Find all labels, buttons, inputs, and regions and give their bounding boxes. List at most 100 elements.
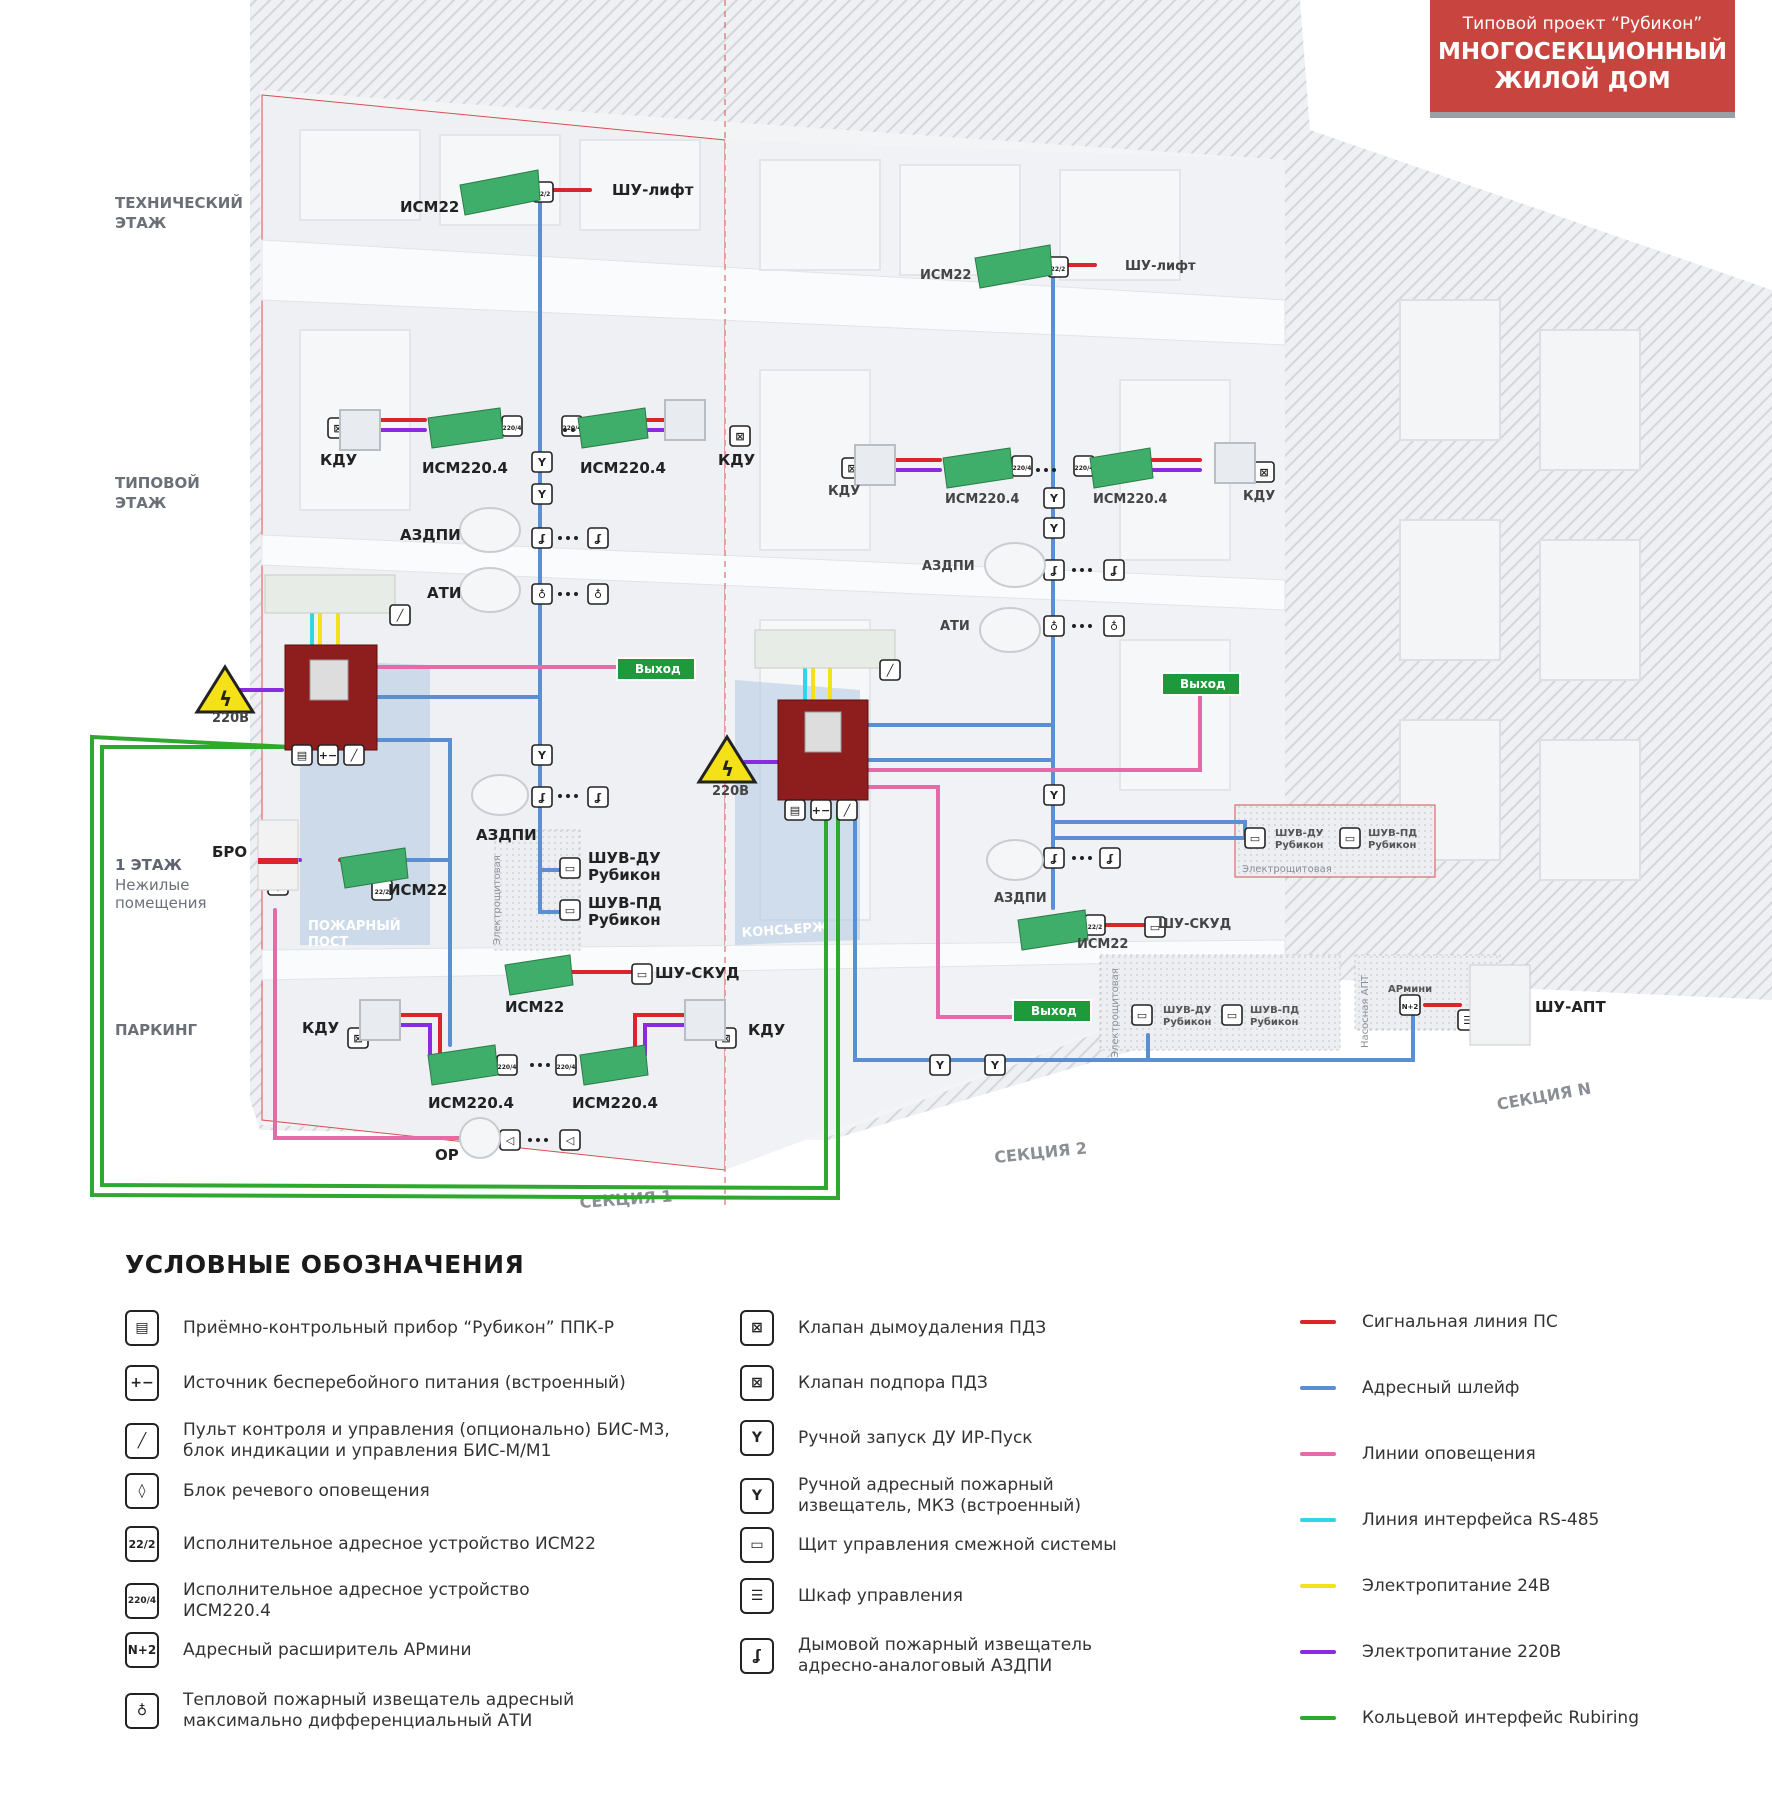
shu-apt-cabinet [1469, 964, 1531, 1046]
label-elshield-2: Электрощитовая [1242, 864, 1332, 875]
legend-line-p220: Электропитание 220В [1300, 1642, 1561, 1662]
label-kdu-2: КДУ [718, 451, 756, 469]
ism220-icon: 220/4 [1011, 455, 1033, 477]
floor-label-tech-2: ЭТАЖ [115, 214, 167, 232]
legend-text: Ручной адресный пожарный извещатель, МКЗ… [798, 1475, 1081, 1516]
legend-title: УСЛОВНЫЕ ОБОЗНАЧЕНИЯ [125, 1250, 525, 1279]
adjacent-panel-icon: ▭ [1221, 1004, 1243, 1026]
manual-smoke-start-icon: Y [531, 451, 553, 473]
smoke-detector-first-2 [986, 839, 1044, 881]
smoke-detector-icon: ʆ [1099, 847, 1121, 869]
label-ism22-first-2: ИСМ22 [505, 998, 564, 1016]
heat-detector-icon: ♁ [125, 1693, 159, 1729]
label-azdpi-2: АЗДПИ [922, 559, 975, 574]
speaker-device [459, 1117, 501, 1159]
kdu-valve-typical-2a [854, 444, 896, 486]
heat-detector-typical-2 [979, 607, 1041, 653]
legend-item-pressure-valve: ⊠Клапан подпора ПДЗ [740, 1365, 988, 1401]
ism220-icon: 220/4 [1073, 455, 1095, 477]
ellipsis-dot [574, 794, 578, 798]
smoke-detector-icon: ʆ [1043, 847, 1065, 869]
label-ism220-2: ИСМ220.4 [580, 459, 666, 477]
label-ism22-first-1: ИСМ22 [388, 881, 447, 899]
ppk-icon: ▤ [125, 1310, 159, 1346]
exit-sign-2: Выход [1161, 672, 1241, 696]
control-cabinet-icon: ☰ [740, 1578, 774, 1614]
svg-text:⊠: ⊠ [735, 430, 744, 443]
device-labels: ИСМ22 ШУ-лифт ИСМ22 ШУ-лифт КДУ ИСМ220.4… [212, 181, 1606, 1164]
label-ism220-4: ИСМ220.4 [1093, 492, 1167, 507]
svg-text:▭: ▭ [1345, 832, 1355, 845]
kdu-valve-typical-2b [1214, 442, 1256, 484]
svg-text:▤: ▤ [790, 804, 800, 817]
ups-icon: +− [317, 744, 339, 766]
manual-call-point-icon: Y [531, 483, 553, 505]
project-badge: Типовой проект “Рубикон” МНОГОСЕКЦИОННЫЙ… [1430, 0, 1735, 112]
ism220-icon: 220/4 [496, 1054, 518, 1076]
smoke-detector-typical-1 [459, 507, 521, 553]
svg-text:ʆ: ʆ [1050, 564, 1058, 577]
ism22-module-first-3 [1017, 909, 1089, 951]
modules [339, 169, 1154, 1086]
kdu-valve-parking-b [684, 999, 726, 1041]
section-label-2: СЕКЦИЯ 2 [993, 1138, 1087, 1167]
heat-detector-icon: ♁ [531, 583, 553, 605]
label-azdpi-4: АЗДПИ [994, 891, 1047, 906]
detectors [459, 507, 1046, 1159]
ellipsis-dot [544, 1138, 548, 1142]
kdu-valve-typical-1b [664, 399, 706, 441]
svg-text:♁: ♁ [594, 588, 602, 601]
kdu-valve-parking-a [359, 999, 401, 1041]
smoke-detector-icon: ʆ [531, 786, 553, 808]
label-ism220-6: ИСМ220.4 [572, 1094, 658, 1112]
legend-text: Ручной запуск ДУ ИР-Пуск [798, 1427, 1033, 1448]
label-kdu-5: КДУ [302, 1019, 340, 1037]
ppk-panel-section1 [284, 644, 378, 751]
svg-text:22/2: 22/2 [1051, 266, 1066, 273]
fire-system-diagram: ТЕХНИЧЕСКИЙ ЭТАЖ ТИПОВОЙ ЭТАЖ 1 ЭТАЖ Неж… [90, 0, 1772, 1212]
adjacent-panel-icon: ▭ [740, 1527, 774, 1563]
badge-title-2: ЖИЛОЙ ДОМ [1494, 68, 1671, 94]
legend-line-loop: Адресный шлейф [1300, 1378, 1519, 1398]
svg-text:▭: ▭ [637, 968, 647, 981]
svg-text:ʆ: ʆ [1110, 564, 1118, 577]
floor-label-typical-2: ЭТАЖ [115, 494, 167, 512]
svg-text:▭: ▭ [1137, 1009, 1147, 1022]
exit-sign-3: Выход [1012, 999, 1092, 1023]
label-220v-2: 220В [712, 784, 749, 799]
ism220-module-parking-a [427, 1044, 499, 1086]
svg-text:Y: Y [1049, 492, 1059, 505]
line-swatch [1300, 1320, 1336, 1324]
floor-label-first-2: Нежилые [115, 876, 189, 894]
ism220-icon: 220/4 [501, 415, 523, 437]
badge-title-1: МНОГОСЕКЦИОННЫЙ [1437, 39, 1727, 65]
ellipsis-dot [566, 536, 570, 540]
manual-call-point-icon: Y [531, 744, 553, 766]
ups-icon: +− [125, 1365, 159, 1401]
adjacent-panel-icon: ▭ [559, 857, 581, 879]
legend-text: Пульт контроля и управления (опционально… [183, 1420, 670, 1461]
ellipsis-dot [1088, 624, 1092, 628]
legend-line-ring: Кольцевой интерфейс Rubiring [1300, 1708, 1639, 1728]
label-ism22-tech-2: ИСМ22 [920, 268, 971, 283]
legend-line-p24: Электропитание 24В [1300, 1576, 1550, 1596]
svg-text:Y: Y [537, 488, 547, 501]
label-shuv-du-3a: ШУВ-ДУ [1163, 1005, 1212, 1016]
ellipsis-dot [1080, 568, 1084, 572]
label-shu-apt: ШУ-АПТ [1535, 998, 1606, 1016]
pressure-valve-icon: ⊠ [740, 1365, 774, 1401]
svg-text:♁: ♁ [538, 588, 546, 601]
label-armini: АРмини [1388, 984, 1432, 995]
svg-text:╱: ╱ [350, 748, 359, 762]
ellipsis-dot [546, 1063, 550, 1067]
svg-text:⊠: ⊠ [847, 462, 856, 475]
speaker-icon: ◁ [499, 1129, 521, 1151]
label-shuv-pd-1b: Рубикон [588, 911, 661, 929]
line-swatch [1300, 1452, 1336, 1456]
legend-item-control-cabinet: ☰Шкаф управления [740, 1578, 963, 1614]
legend-text: Кольцевой интерфейс Rubiring [1362, 1708, 1639, 1728]
control-panel-icon: ╱ [836, 799, 858, 821]
